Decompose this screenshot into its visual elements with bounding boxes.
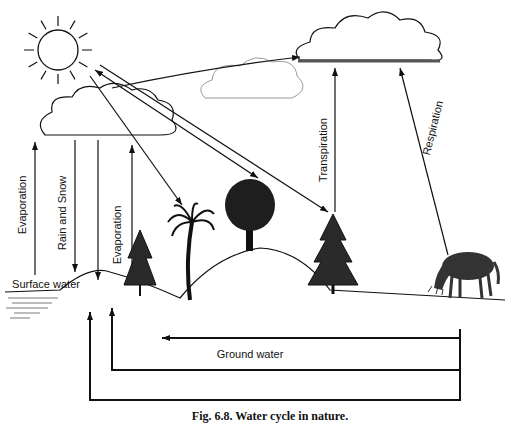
tree-trunk — [139, 285, 141, 296]
cloud-movement-arrow — [112, 57, 300, 88]
cloud-base — [298, 60, 440, 63]
process-label: Evaporation — [17, 176, 28, 235]
arrows — [35, 57, 460, 401]
tree — [308, 214, 358, 285]
ground-water-arrow — [112, 308, 460, 370]
cow — [428, 252, 499, 298]
palm-trunk — [188, 222, 192, 300]
cloud — [40, 83, 176, 135]
process-label: Transpiration — [318, 118, 329, 182]
figure-caption: Fig. 6.8. Water cycle in nature. — [192, 410, 348, 422]
cloud — [201, 58, 303, 98]
rain-arrow — [97, 140, 98, 280]
sunlight-arrow — [90, 76, 182, 205]
region-label: Ground water — [217, 349, 284, 360]
respiration-arrow — [400, 68, 448, 255]
surface-water — [6, 298, 58, 318]
ground-water-arrow — [90, 312, 460, 400]
evaporation-arrow — [34, 142, 35, 275]
grass — [428, 286, 443, 295]
cow-head — [434, 262, 452, 290]
process-label: Evaporation — [112, 206, 123, 265]
tree-trunk — [332, 285, 335, 294]
region-label: Surface water — [12, 279, 80, 290]
transpiration-arrow — [334, 68, 335, 212]
rain-arrow — [74, 140, 75, 272]
ground-line — [5, 248, 505, 300]
ground-water-line — [459, 329, 461, 401]
tree — [124, 230, 156, 285]
cow-legs — [450, 262, 499, 298]
palm-leaves — [168, 203, 214, 236]
cow-body — [442, 252, 494, 280]
sun — [24, 16, 92, 84]
ground-water-arrow — [162, 337, 460, 339]
sunlight-arrow — [100, 65, 328, 212]
process-label: Rain and Snow — [57, 176, 68, 251]
cloud — [296, 12, 442, 60]
sun-disc — [38, 30, 78, 70]
sun-rays — [24, 16, 92, 84]
process-label: Respiration — [421, 100, 445, 157]
tree — [225, 179, 275, 231]
